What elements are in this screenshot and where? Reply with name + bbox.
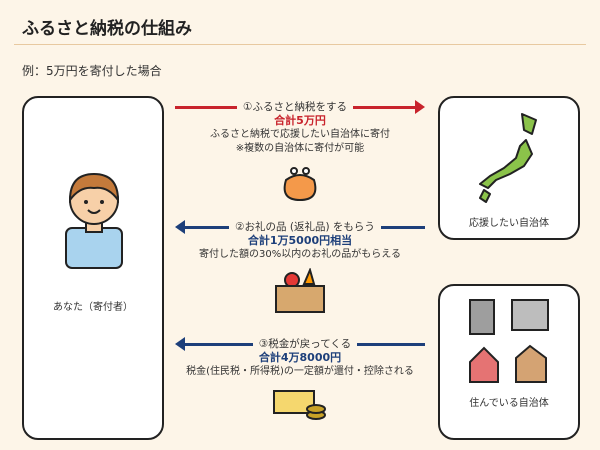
example-caption: 例：5万円を寄付した場合 — [22, 64, 162, 78]
home-municipality-label: 住んでいる自治体 — [469, 398, 549, 409]
arrow-left-icon — [175, 220, 185, 234]
step-1-desc: ふるさと納税で応援したい自治体に寄付 — [210, 129, 390, 140]
donor-box: あなた（寄付者） — [22, 96, 164, 440]
step-2-label: ②お礼の品 (返礼品) をもらう — [235, 221, 375, 233]
japan-map-icon — [470, 110, 550, 206]
step-3-desc: 税金(住民税・所得税)の一定額が還付・控除される — [186, 366, 414, 377]
page-title: ふるさと納税の仕組み — [22, 19, 192, 39]
step-2-amount: 合計1万5000円相当 — [247, 234, 353, 247]
buildings-icon — [466, 296, 556, 386]
step-1-note: ※複数の自治体に寄付が可能 — [235, 143, 365, 154]
step-1-label: ①ふるさと納税をする — [243, 101, 347, 113]
person-icon — [58, 166, 130, 276]
purse-icon — [280, 166, 320, 202]
step-3: ③税金が戻ってくる 合計4万8000円 税金(住民税・所得税)の一定額が還付・控… — [175, 337, 425, 425]
home-municipality-box: 住んでいる自治体 — [438, 284, 580, 440]
arrow-right-icon — [415, 100, 426, 114]
support-municipality-box: 応援したい自治体 — [438, 96, 580, 240]
step-1-amount: 合計5万円 — [274, 114, 326, 127]
arrow-left-icon — [175, 337, 185, 351]
step-2-desc: 寄付した額の30%以内のお礼の品がもらえる — [199, 249, 401, 260]
step-3-label: ③税金が戻ってくる — [258, 338, 352, 350]
step-3-amount: 合計4万8000円 — [258, 351, 342, 364]
step-2: ②お礼の品 (返礼品) をもらう 合計1万5000円相当 寄付した額の30%以内… — [175, 220, 425, 314]
gift-box-icon — [272, 268, 328, 314]
money-icon — [272, 385, 328, 425]
support-municipality-label: 応援したい自治体 — [469, 218, 549, 229]
donor-label: あなた（寄付者） — [53, 302, 133, 313]
divider — [14, 44, 586, 45]
step-1: ①ふるさと納税をする 合計5万円 ふるさと納税で応援したい自治体に寄付 ※複数の… — [175, 100, 426, 202]
